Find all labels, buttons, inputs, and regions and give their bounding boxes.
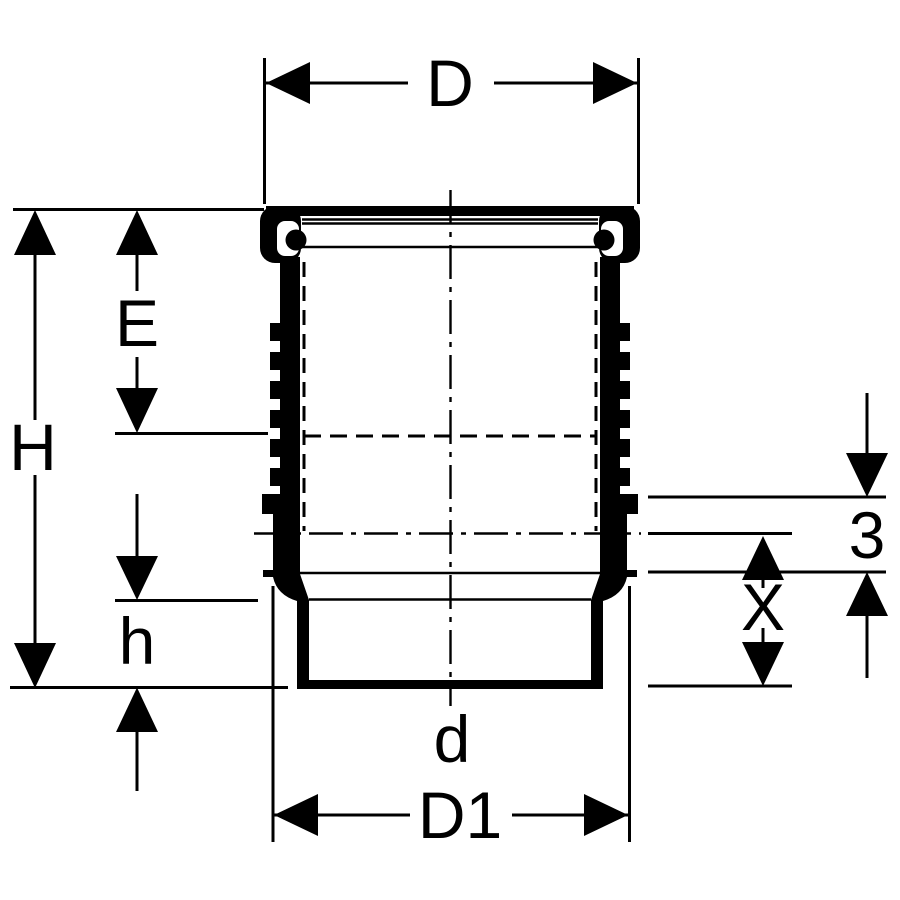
dimension-h: h: [115, 494, 258, 791]
dimension-D: D: [263, 46, 640, 204]
dim-h-lines: [115, 494, 258, 791]
arrowhead-up-icon: [846, 572, 888, 616]
dim-E-lines: [115, 255, 268, 435]
dimension-D1: D1: [271, 586, 631, 852]
arrowhead-right-icon: [593, 62, 637, 104]
arrowhead-right-icon: [584, 794, 628, 836]
arrowhead-down-icon: [116, 388, 158, 433]
dim-label-3: 3: [849, 498, 886, 572]
dim-label-E: E: [115, 286, 159, 360]
arrowhead-down-icon: [846, 453, 888, 497]
dim-X-lines: [648, 532, 792, 688]
dim-label-D1: D1: [418, 778, 502, 852]
spigot-bottom-face: [297, 680, 603, 689]
dimension-H: H: [9, 208, 288, 689]
wall-flare-right: [626, 570, 637, 577]
arrowhead-down-icon: [14, 643, 56, 688]
dim-label-d: d: [434, 702, 471, 776]
dim-D1-lines: [271, 586, 631, 842]
wall-flare-left: [263, 570, 274, 577]
fitting-body: [254, 190, 641, 706]
arrowhead-up-icon: [14, 210, 56, 255]
arrowhead-left-icon: [274, 794, 318, 836]
dim-label-H: H: [9, 410, 57, 484]
dim-D-lines: [263, 58, 640, 204]
dim-H-lines: [10, 208, 288, 689]
dimension-E: E: [115, 210, 268, 435]
arrowhead-up-icon: [742, 536, 784, 580]
socket-wall-left: [262, 257, 309, 688]
arrowhead-down-icon: [116, 556, 158, 600]
arrowhead-down-icon: [742, 642, 784, 686]
dimension-3: 3: [648, 393, 888, 678]
dim-label-D: D: [426, 46, 474, 120]
gasket-lip-left-icon: [285, 229, 307, 251]
socket-wall-right: [591, 257, 638, 688]
dim-label-X: X: [741, 570, 785, 644]
dimension-X: X: [648, 532, 792, 688]
label-d: d: [434, 702, 471, 776]
arrowhead-left-icon: [266, 62, 310, 104]
arrowhead-up-icon: [116, 687, 158, 732]
gasket-lip-right-icon: [593, 229, 615, 251]
dim-label-h: h: [119, 604, 156, 678]
arrowhead-up-icon: [116, 210, 158, 255]
